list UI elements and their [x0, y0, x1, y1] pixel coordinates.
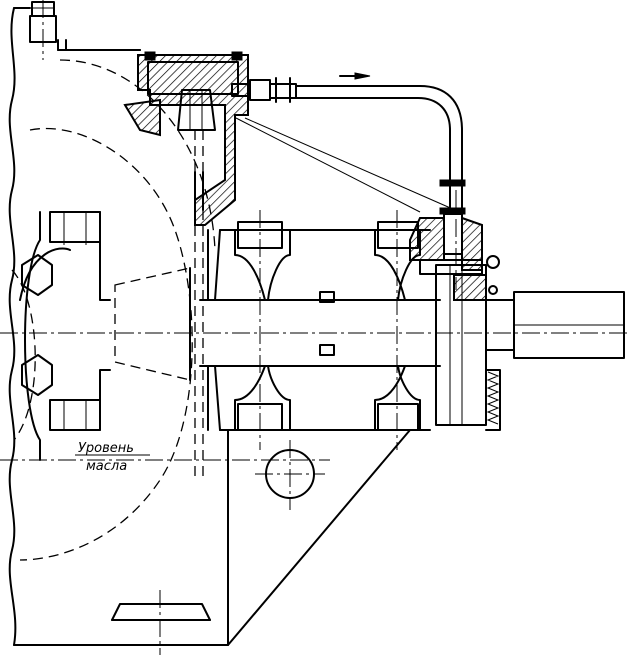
gear-wheel	[19, 211, 111, 461]
oil-pipeline	[231, 72, 466, 290]
right-flange	[435, 264, 625, 431]
oil-level-line: Уровень масла	[0, 441, 330, 474]
top-bolt	[29, 0, 57, 60]
oil-drip-tube	[194, 130, 209, 480]
oil-level-label-1: Уровень	[78, 441, 134, 456]
base-foot	[111, 590, 211, 655]
bevel-pinion	[114, 267, 191, 381]
gear-dashed-outline	[11, 59, 216, 561]
shaft-bearings	[234, 210, 421, 450]
housing-outline	[8, 7, 456, 646]
oil-cup	[123, 51, 249, 226]
bearing-cap	[409, 216, 500, 295]
oil-level-label-2: масла	[86, 459, 127, 474]
inspection-hole	[255, 440, 325, 510]
